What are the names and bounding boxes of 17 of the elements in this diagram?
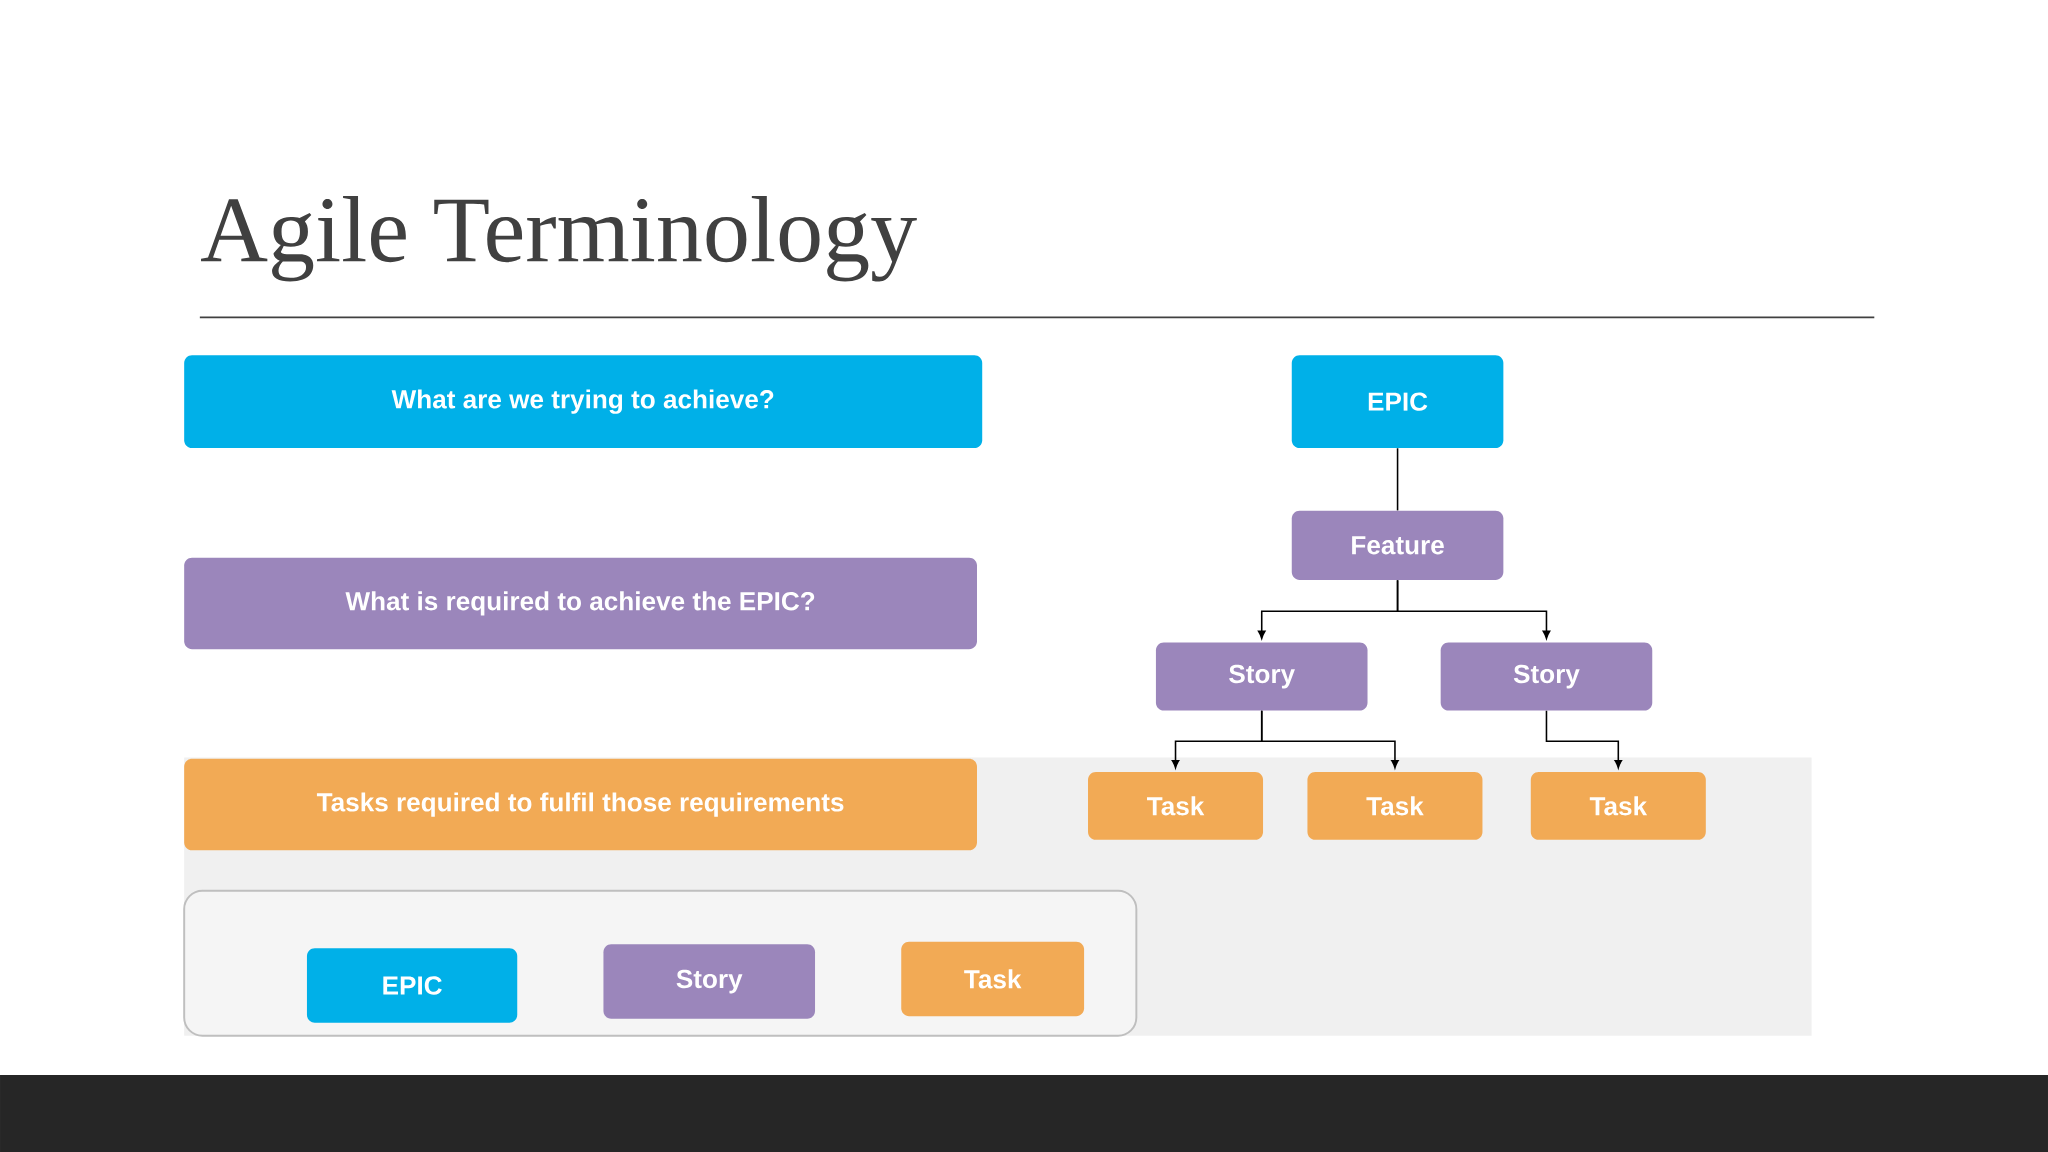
arrow bbox=[1396, 579, 1551, 640]
process-box: Task bbox=[1307, 771, 1483, 840]
question-bar: What is required to achieve the EPIC? bbox=[184, 557, 977, 650]
process-box: Task bbox=[1088, 771, 1264, 840]
process-box: Feature bbox=[1291, 510, 1504, 580]
process-box: Story bbox=[1155, 642, 1368, 711]
title: Agile Terminology bbox=[201, 196, 917, 282]
arrow bbox=[1260, 710, 1399, 769]
process-box: EPIC bbox=[306, 948, 518, 1023]
process-box: Task bbox=[1530, 771, 1706, 840]
question-bar: What are we trying to achieve? bbox=[184, 355, 983, 448]
process-box: Story bbox=[603, 944, 816, 1019]
question-bar: Tasks required to fulfil those requirements bbox=[184, 758, 977, 851]
arrow bbox=[1545, 710, 1623, 769]
process-box: Story bbox=[1440, 642, 1653, 711]
process-box: EPIC bbox=[1291, 355, 1504, 448]
process-box: Task bbox=[901, 941, 1085, 1017]
